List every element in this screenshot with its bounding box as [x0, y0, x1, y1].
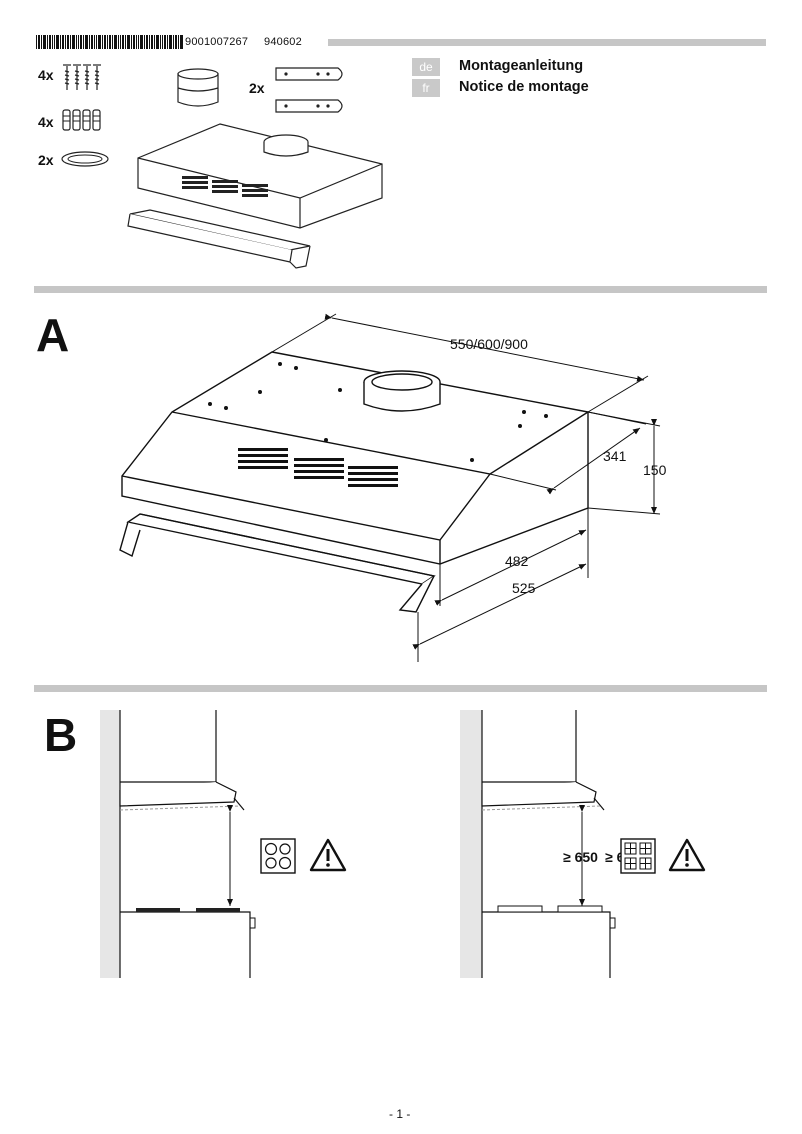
- hood-overview-illustration: [127, 123, 383, 269]
- min-distance-label-1: ≥ 650: [563, 849, 598, 865]
- barcode-graphic: [36, 35, 183, 49]
- sealing-ring-icon: [61, 151, 109, 167]
- date-code: 940602: [264, 36, 302, 48]
- section-b-letter: B: [44, 709, 78, 761]
- duct-adapter-icon: [177, 68, 219, 107]
- brackets-quantity: 2x: [249, 80, 265, 96]
- installation-diagram-gas-hob: [460, 710, 616, 978]
- dimension-depth-inner: 482: [505, 553, 529, 569]
- title-fr: Notice de montage: [459, 79, 589, 95]
- screws-icon: [63, 64, 101, 90]
- mounting-brackets-icon: [275, 67, 343, 113]
- page-number: - 1 -: [389, 1107, 411, 1121]
- section-a-letter: A: [36, 309, 70, 361]
- electric-hob-icon: [260, 838, 296, 874]
- barcode: [36, 35, 184, 49]
- rings-quantity: 2x: [38, 152, 54, 168]
- warning-icon: [309, 838, 347, 872]
- dimension-depth-top: 341: [603, 448, 627, 464]
- warning-icon-gas: [668, 838, 706, 872]
- plugs-quantity: 4x: [38, 114, 54, 130]
- article-number: 9001007267: [185, 36, 249, 48]
- section-b-rule: [34, 685, 767, 692]
- dimension-width: 550/600/900: [450, 336, 528, 352]
- gas-hob-icon: [620, 838, 656, 874]
- dimension-height: 150: [643, 462, 667, 478]
- dimension-depth-outer: 525: [512, 580, 536, 596]
- screws-quantity: 4x: [38, 67, 54, 83]
- wall-plugs-icon: [62, 109, 101, 131]
- header-rule: [328, 39, 766, 46]
- language-code-de: de: [412, 58, 440, 76]
- language-code-fr: fr: [412, 79, 440, 97]
- installation-diagram-electric-hob: [100, 710, 256, 978]
- hood-dimension-drawing: [119, 313, 661, 662]
- section-a-rule: [34, 286, 767, 293]
- title-de: Montageanleitung: [459, 58, 584, 74]
